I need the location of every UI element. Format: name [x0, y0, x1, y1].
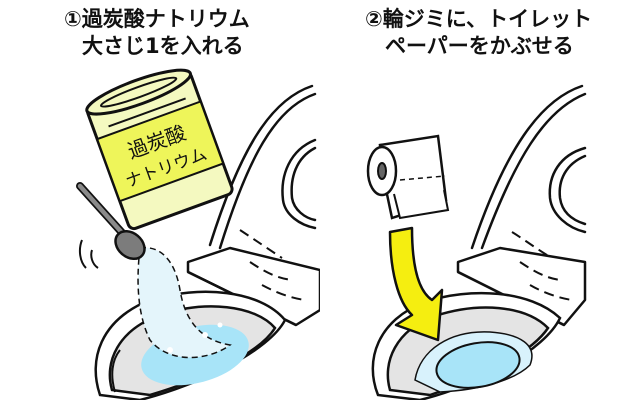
- step-2-title-line1: ②輪ジミに、トイレット: [365, 7, 593, 31]
- step-1-title-line2: 大さじ1を入れる: [82, 34, 244, 58]
- step-2-illustration: [366, 84, 587, 400]
- step-1-panel: ①過炭酸ナトリウム 大さじ1を入れる: [64, 6, 320, 400]
- measuring-spoon-icon: [76, 182, 146, 269]
- step-1-caption: ①過炭酸ナトリウム 大さじ1を入れる: [64, 6, 250, 60]
- toilet-lid-icon: [470, 84, 587, 250]
- step-2-title-line2: ペーパーをかぶせる: [385, 34, 574, 58]
- step-1-title-line1: ①過炭酸ナトリウム: [64, 7, 250, 31]
- toilet-paper-roll-icon: [366, 134, 450, 220]
- down-arrow-icon: [388, 226, 444, 342]
- step-1-illustration: 過炭酸 ナトリウム: [76, 68, 320, 400]
- step-2-caption: ②輪ジミに、トイレット ペーパーをかぶせる: [365, 6, 592, 60]
- powder-stream-icon: [137, 246, 232, 359]
- toilet-bowl-icon: [371, 291, 562, 400]
- sodium-percarbonate-can-icon: 過炭酸 ナトリウム: [85, 68, 234, 231]
- step-2-panel: ②輪ジミに、トイレット ペーパーをかぶせる: [320, 0, 640, 400]
- toilet-lid-icon: [208, 84, 317, 250]
